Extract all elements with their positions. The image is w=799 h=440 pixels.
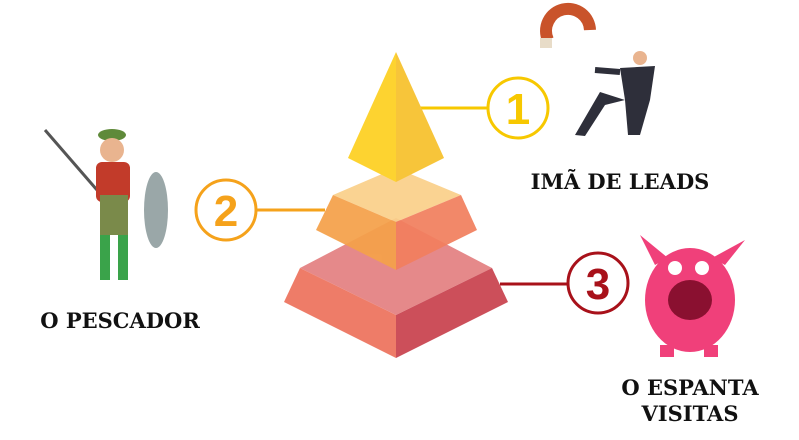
step-number-1: 1 bbox=[506, 85, 530, 134]
businessman-magnet-icon bbox=[540, 2, 655, 136]
label-o-pescador: O PESCADOR bbox=[40, 308, 200, 333]
step-badge-3: 3 bbox=[566, 251, 630, 315]
fisherman-icon bbox=[43, 129, 168, 280]
step-badge-2: 2 bbox=[194, 178, 258, 242]
pyramid-layer-1 bbox=[348, 52, 444, 182]
pink-monster-icon bbox=[640, 235, 745, 357]
label-o-espanta-visitas: O ESPANTA VISITAS bbox=[621, 375, 759, 426]
step-number-2: 2 bbox=[214, 187, 238, 236]
pyramid-layer-2 bbox=[316, 168, 477, 270]
step-number-3: 3 bbox=[586, 260, 610, 309]
step-badge-1: 1 bbox=[486, 76, 550, 140]
label-ima-de-leads: IMÃ DE LEADS bbox=[530, 169, 710, 194]
